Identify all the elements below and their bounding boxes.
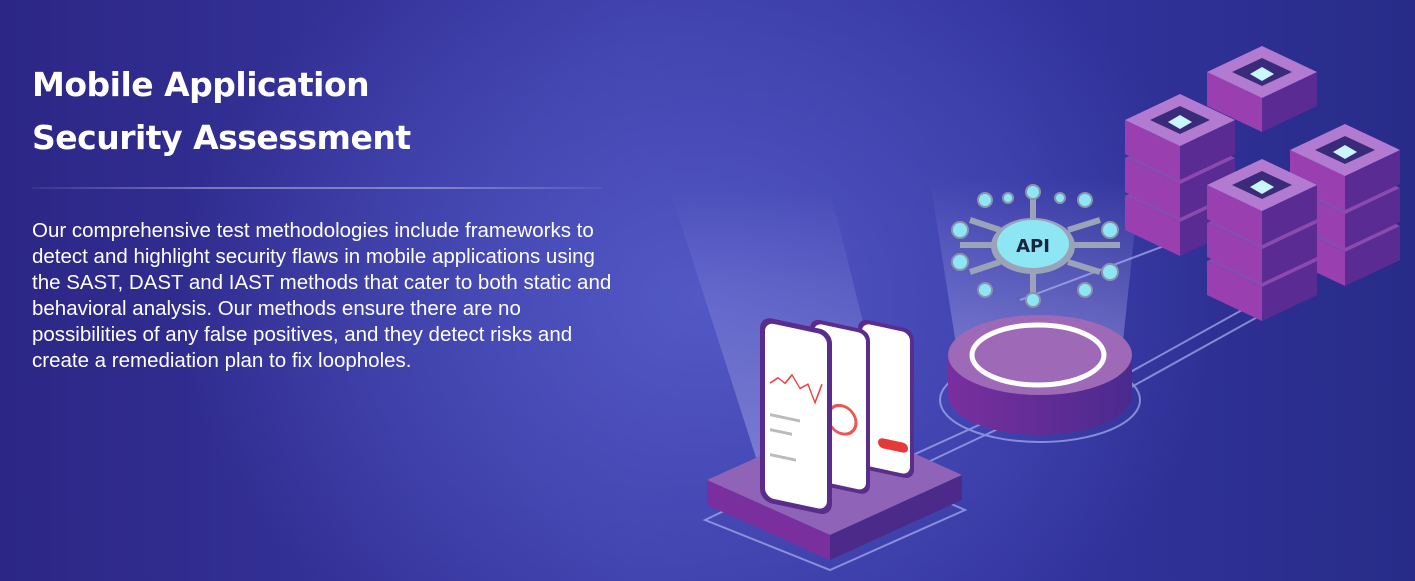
server-block bbox=[1207, 261, 1262, 321]
server-light bbox=[1333, 145, 1357, 159]
server-block bbox=[1290, 150, 1345, 210]
api-pedestal bbox=[948, 315, 1132, 435]
server-block bbox=[1262, 261, 1317, 321]
server-block bbox=[1125, 196, 1180, 256]
api-icon: API bbox=[951, 184, 1120, 308]
server-block bbox=[1207, 185, 1262, 245]
server-light bbox=[1168, 115, 1192, 129]
server-block bbox=[1345, 226, 1400, 286]
server-block bbox=[1180, 120, 1235, 180]
phones bbox=[760, 318, 914, 515]
server-block bbox=[1125, 120, 1180, 180]
description: Our comprehensive test methodologies inc… bbox=[32, 219, 612, 372]
server-block bbox=[1207, 72, 1262, 132]
server-block bbox=[1262, 185, 1317, 245]
title-line-1: Mobile Application bbox=[32, 65, 370, 104]
server-light bbox=[1250, 180, 1274, 194]
server-block bbox=[1262, 72, 1317, 132]
page-title: Mobile Application Security Assessment bbox=[32, 58, 411, 164]
divider bbox=[32, 187, 602, 189]
api-label: API bbox=[1016, 236, 1050, 257]
server-light bbox=[1250, 67, 1274, 81]
server-block bbox=[1125, 158, 1180, 218]
server-racks bbox=[1125, 46, 1400, 321]
server-block bbox=[1262, 223, 1317, 283]
server-block bbox=[1345, 150, 1400, 210]
server-block bbox=[1345, 188, 1400, 248]
title-line-2: Security Assessment bbox=[32, 118, 411, 157]
server-block bbox=[1207, 223, 1262, 283]
